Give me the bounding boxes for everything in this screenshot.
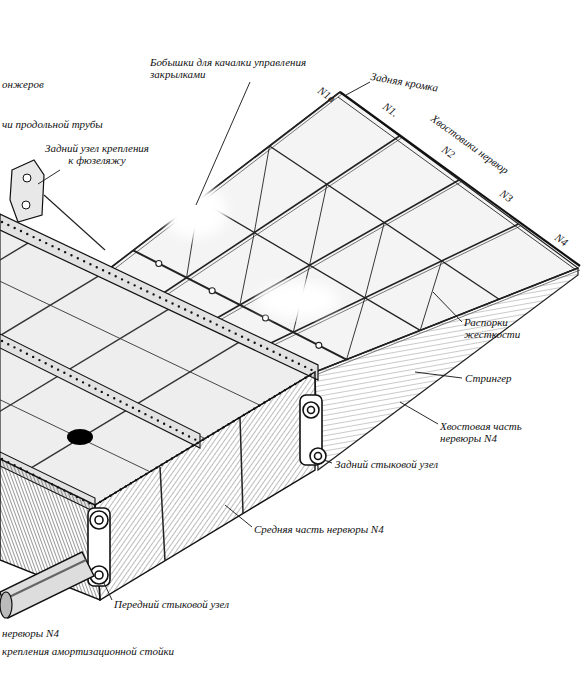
structure-line	[213, 182, 461, 324]
part-label: N1.	[381, 100, 401, 119]
part-label: Задний стыковой узел	[335, 458, 438, 470]
boss	[156, 260, 162, 266]
structure-line	[108, 94, 342, 274]
part-label: чи продольной трубы	[2, 118, 103, 130]
part-label: Бобышки для качалки управления закрылкам…	[150, 56, 350, 80]
part-label: N4	[553, 231, 570, 248]
part-label: Задняя кромка	[370, 70, 439, 94]
part-label: Передний стыковой узел	[114, 598, 229, 610]
structure-line	[105, 92, 340, 272]
part-label: N2	[440, 143, 457, 160]
structure-line	[254, 146, 269, 233]
structure-line	[365, 223, 384, 298]
part-label: Распорки жесткости	[464, 316, 544, 340]
structure-line	[161, 138, 402, 299]
structure-line	[270, 146, 500, 299]
structure-line	[347, 298, 365, 360]
boss	[262, 315, 268, 321]
part-label: Средняя часть нервюры N4	[254, 523, 384, 535]
structure-line	[240, 233, 254, 305]
boss	[316, 342, 322, 348]
structure-line	[158, 136, 400, 297]
part-label: крепления амортизационной стойки	[2, 645, 212, 657]
structure-line	[310, 184, 327, 265]
part-label: нервюры N4	[2, 627, 59, 639]
part-label: Задний узел крепления к фюзеляжу	[42, 142, 152, 166]
structure-line	[420, 261, 442, 331]
part-label: онжеров	[2, 78, 44, 90]
structure-line	[0, 281, 260, 405]
structure-line	[210, 180, 459, 322]
part-label: Хвостовая часть нервюры N4	[440, 420, 550, 444]
part-label: N3	[498, 187, 515, 204]
boss	[209, 288, 215, 294]
part-label: Стрингер	[465, 372, 512, 384]
